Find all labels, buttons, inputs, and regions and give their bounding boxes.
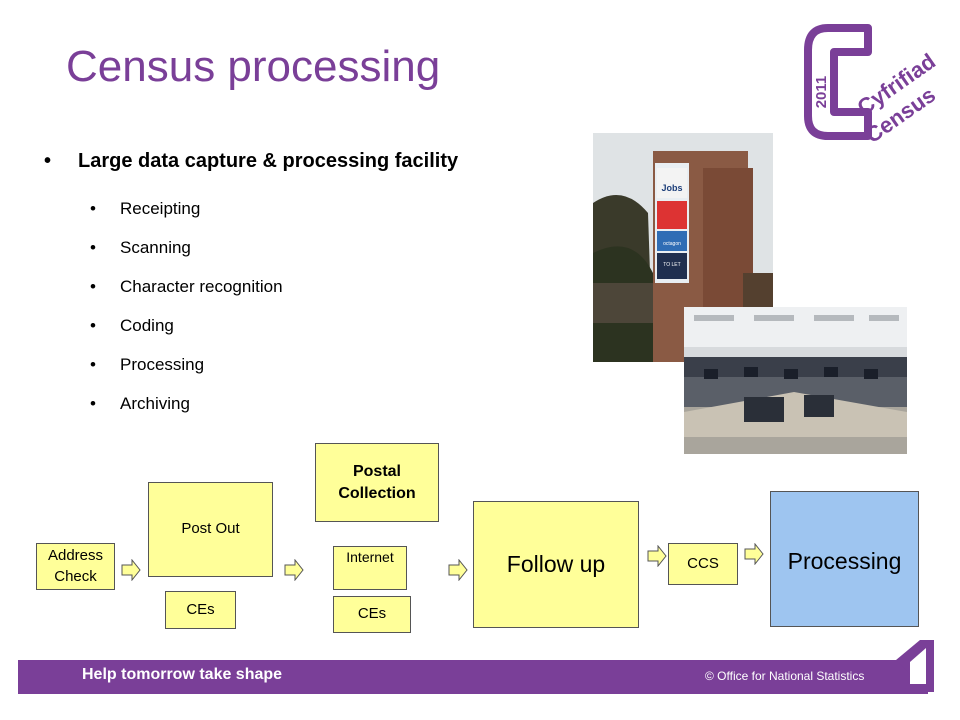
footer-copyright: © Office for National Statistics — [705, 669, 865, 683]
arrow-right-icon — [448, 559, 468, 581]
sub-bullet-text: Scanning — [120, 238, 191, 257]
bullet-marker: • — [90, 316, 96, 335]
footer-bar — [18, 660, 928, 694]
ces-middle-box: CEs — [333, 596, 411, 633]
post-out-label: Post Out — [181, 520, 240, 538]
bullet-marker: • — [90, 238, 96, 257]
address-check-label: Address Check — [47, 547, 104, 585]
sub-bullet-text: Coding — [120, 316, 174, 335]
footer-tagline: Help tomorrow take shape — [82, 666, 283, 683]
bullet-marker: • — [90, 199, 96, 218]
postal-collection-label: Postal Collection — [338, 462, 416, 502]
photo-sign-tolet: TO LET — [663, 262, 680, 268]
arrow-right-icon — [744, 543, 764, 565]
bullet-marker: • — [44, 150, 52, 172]
arrow-right-icon — [121, 559, 141, 581]
ces-left-label: CEs — [186, 600, 215, 618]
ces-middle-label: CEs — [357, 605, 387, 623]
census-2011-logo: 2011 Cyfrifiad Census — [804, 24, 940, 148]
sub-bullet-text: Receipting — [120, 199, 201, 218]
internet-box: Internet — [333, 546, 407, 590]
main-bullet-text: Large data capture & processing facility — [78, 150, 459, 172]
postal-collection-box: Postal Collection — [315, 443, 439, 522]
office-photo — [684, 307, 907, 454]
processing-box: Processing — [770, 491, 919, 627]
follow-up-label: Follow up — [506, 550, 606, 577]
logo-year: 2011 — [813, 76, 830, 109]
address-check-box: Address Check — [36, 543, 115, 590]
bullet-marker: • — [90, 277, 96, 296]
ccs-box: CCS — [668, 543, 738, 585]
sub-bullet-text: Processing — [120, 355, 205, 374]
photo-sign-octagon: octagon — [663, 241, 681, 247]
ccs-label: CCS — [687, 554, 719, 572]
follow-up-box: Follow up — [473, 501, 639, 628]
ces-left-box: CEs — [165, 591, 236, 629]
photo-sign-jobs: Jobs — [661, 183, 682, 193]
slide-title: Census processing — [66, 42, 441, 91]
footer-corner-shape — [896, 640, 934, 692]
arrow-right-icon — [647, 545, 667, 567]
bullet-marker: • — [90, 355, 96, 374]
sub-bullet-text: Character recognition — [120, 277, 283, 296]
post-out-box: Post Out — [148, 482, 273, 577]
processing-label: Processing — [787, 548, 902, 574]
logo-c-shape — [804, 24, 872, 140]
arrow-right-icon — [284, 559, 304, 581]
sub-bullet-text: Archiving — [120, 394, 190, 413]
internet-label: Internet — [346, 549, 394, 565]
bullet-marker: • — [90, 394, 96, 413]
